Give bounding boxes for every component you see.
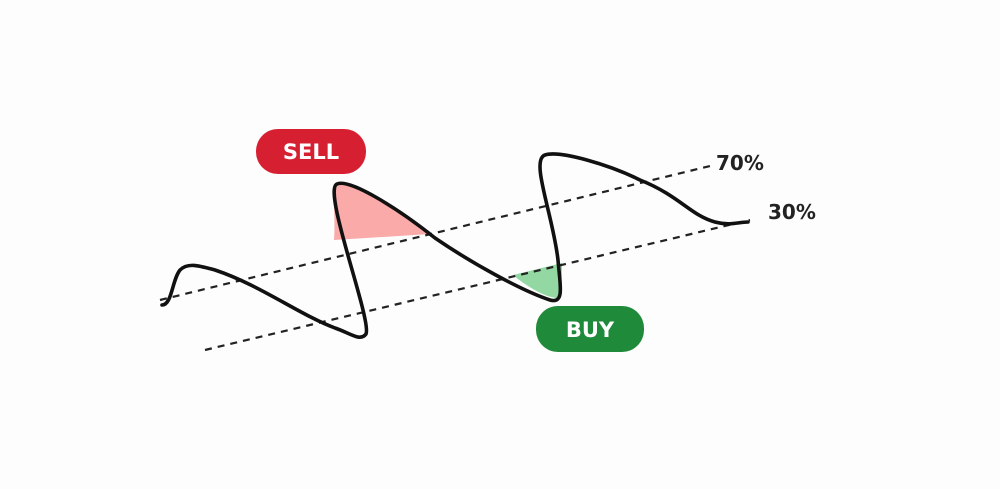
upper-level-line: [159, 164, 711, 302]
oscillator-line: [160, 152, 750, 339]
sell-badge: SELL: [256, 129, 366, 174]
buy-label: BUY: [566, 318, 615, 342]
upper-level-label: 70%: [716, 151, 764, 175]
lower-level-label: 30%: [768, 200, 816, 224]
sell-label: SELL: [283, 140, 339, 164]
lower-level-line: [204, 218, 751, 352]
buy-badge: BUY: [536, 306, 644, 352]
buy-zone: [513, 263, 562, 298]
sell-zone: [334, 183, 430, 240]
